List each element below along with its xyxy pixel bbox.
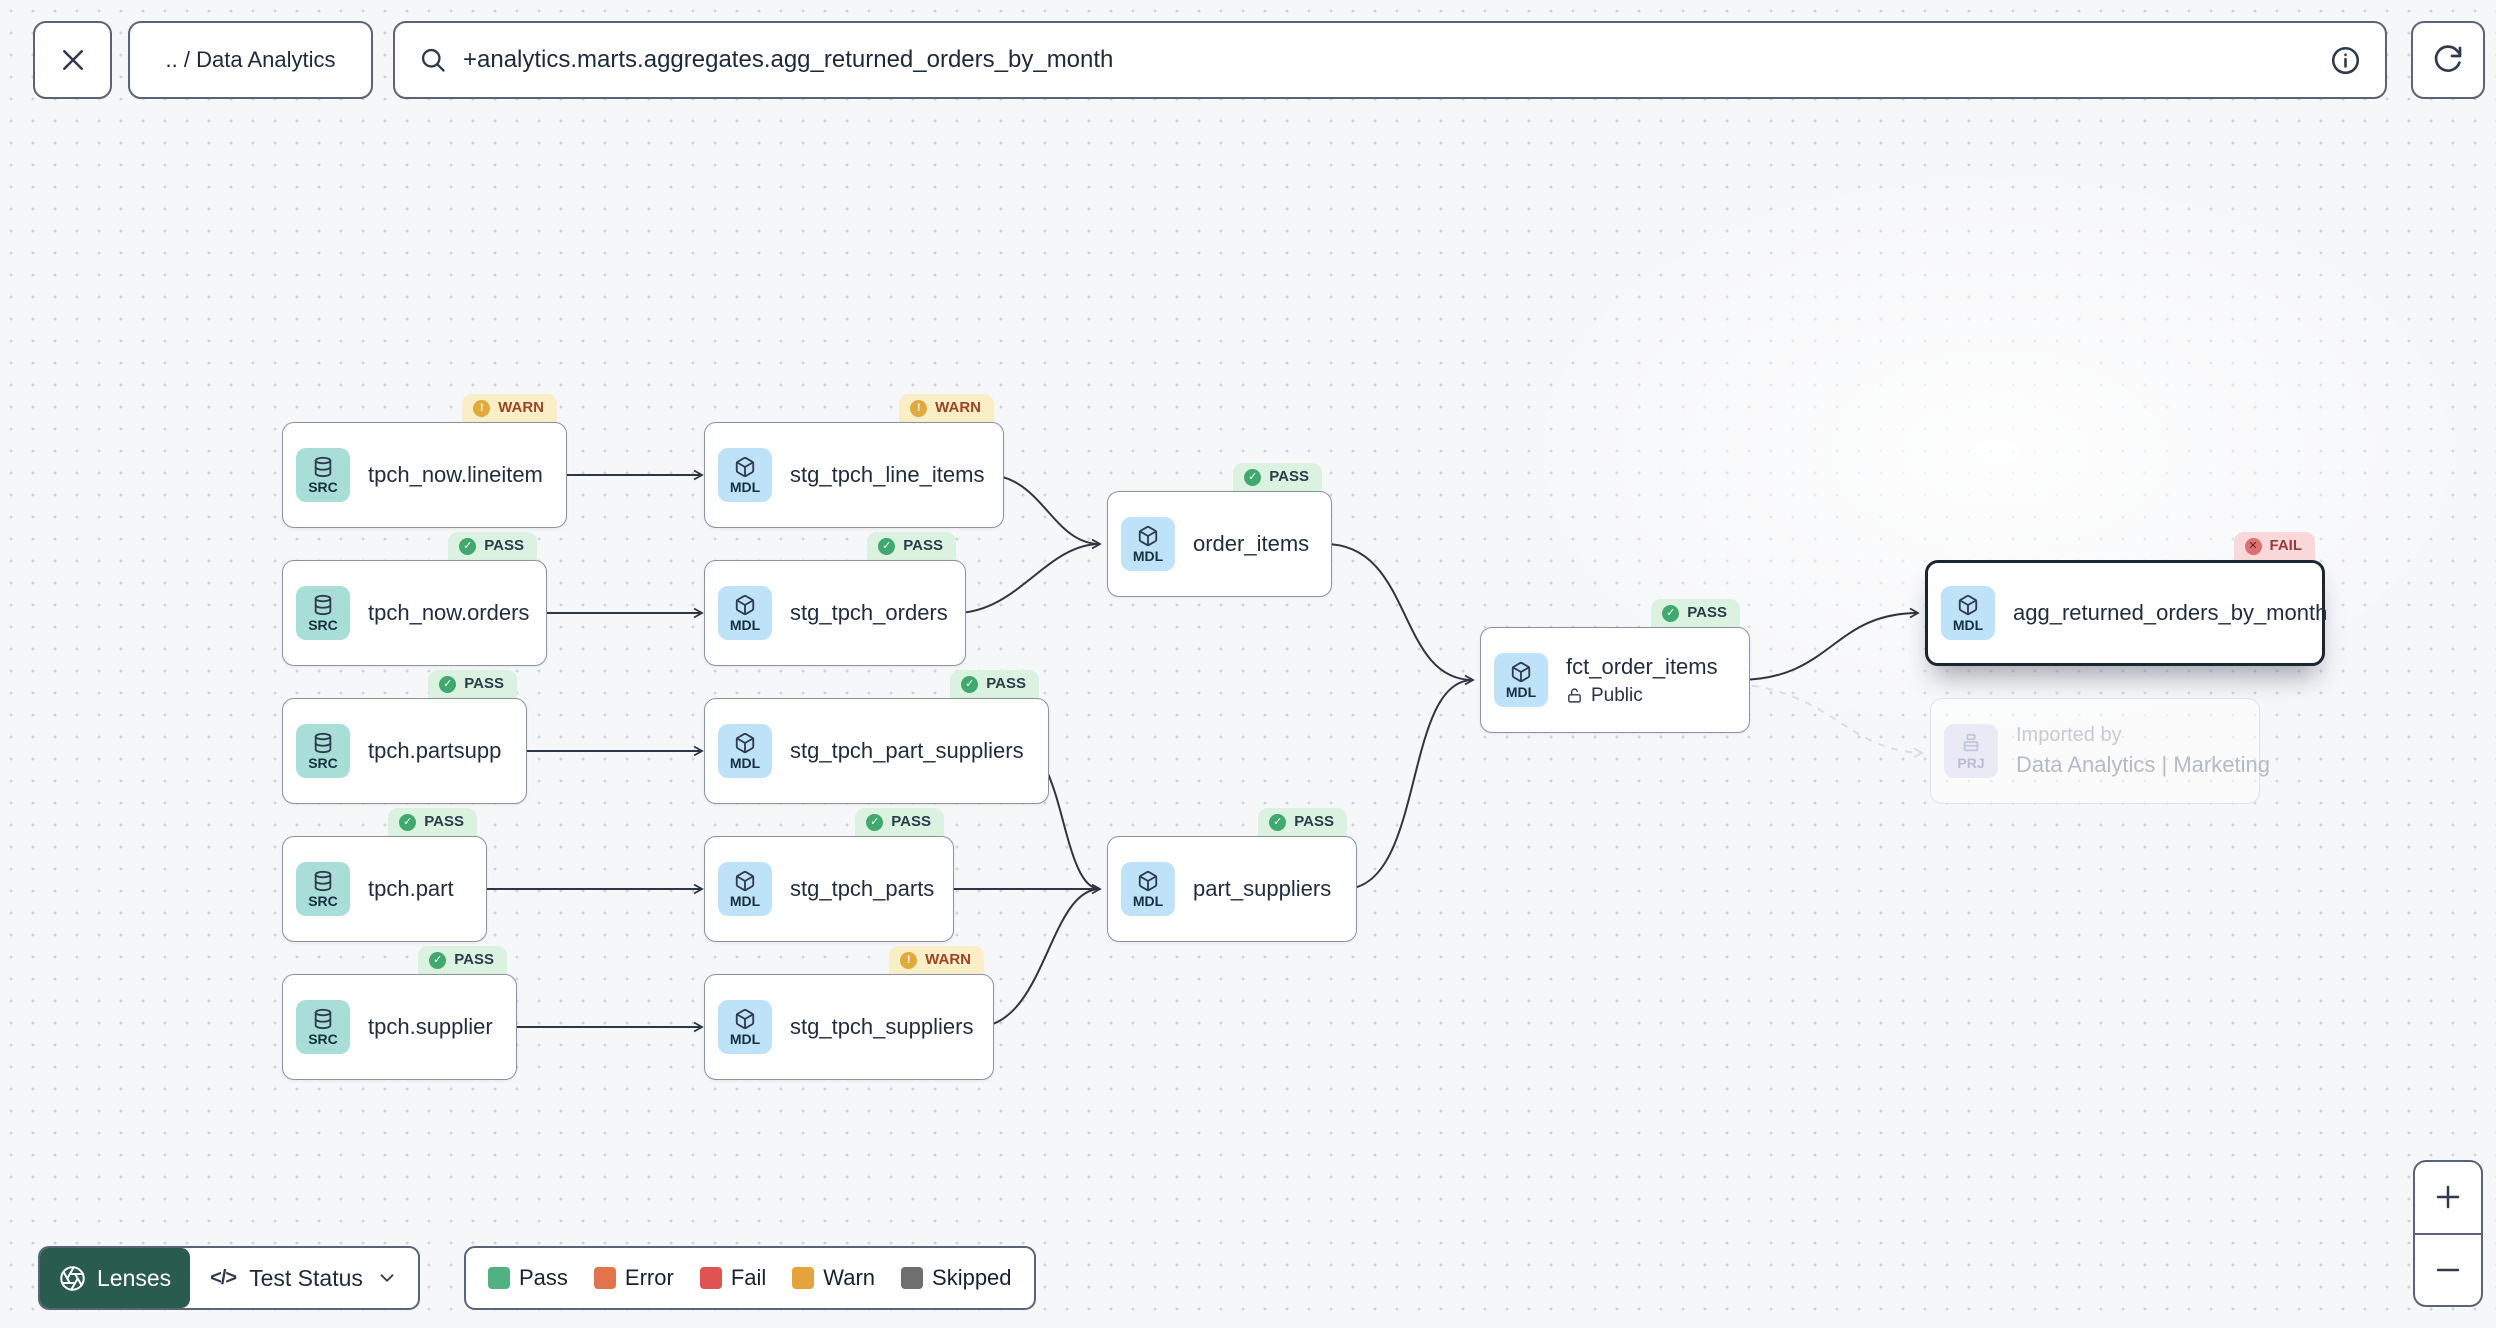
- lenses-button[interactable]: Lenses: [40, 1248, 191, 1308]
- source-chip: SRC: [296, 448, 350, 502]
- node-stg-tpch-parts[interactable]: ✓ PASS MDL stg_tpch_parts: [704, 808, 954, 942]
- model-chip: MDL: [718, 448, 772, 502]
- access-row: Public: [1566, 685, 1718, 707]
- warn-icon: !: [900, 952, 918, 969]
- node-order-items[interactable]: ✓ PASS MDL order_items: [1107, 463, 1332, 597]
- error-swatch: [593, 1267, 616, 1289]
- node-tpch-partsupp[interactable]: ✓ PASS SRC tpch.partsupp: [282, 670, 527, 804]
- plus-icon: [2436, 1186, 2460, 1209]
- lens-selector-dropdown[interactable]: </> Test Status: [190, 1248, 418, 1308]
- source-chip: SRC: [296, 586, 350, 640]
- pass-swatch: [488, 1267, 510, 1289]
- refresh-icon: [2434, 45, 2462, 72]
- cube-icon: [735, 732, 755, 753]
- model-chip: MDL: [718, 724, 772, 778]
- node-stg-tpch-part-suppliers[interactable]: ✓ PASS MDL stg_tpch_part_suppliers: [704, 670, 1049, 804]
- code-icon: </>: [210, 1266, 237, 1289]
- fail-swatch: [699, 1267, 722, 1289]
- model-chip: MDL: [1941, 586, 1995, 640]
- breadcrumb-label: .. / Data Analytics: [165, 47, 336, 72]
- check-icon: ✓: [1662, 605, 1680, 622]
- lens-control: Lenses </> Test Status: [38, 1246, 420, 1310]
- node-agg-returned-orders-by-month[interactable]: ✕ FAIL MDL agg_returned_orders_by_month: [1925, 532, 2327, 666]
- aperture-icon: [60, 1265, 85, 1291]
- cube-icon: [735, 594, 755, 615]
- node-stg-tpch-suppliers[interactable]: ! WARN MDL stg_tpch_suppliers: [704, 946, 994, 1080]
- cube-icon: [1138, 870, 1158, 891]
- search-icon: [421, 48, 445, 72]
- cube-icon: [735, 870, 755, 891]
- zoom-out-button[interactable]: [2415, 1232, 2481, 1306]
- legend-item-skipped: Skipped: [901, 1265, 1012, 1291]
- warn-icon: !: [473, 400, 491, 417]
- check-icon: ✓: [439, 676, 457, 693]
- search-input[interactable]: [463, 46, 2314, 74]
- database-icon: [314, 594, 332, 615]
- source-chip: SRC: [296, 724, 350, 778]
- source-chip: SRC: [296, 1000, 350, 1054]
- skipped-swatch: [901, 1267, 924, 1289]
- refresh-button[interactable]: [2411, 21, 2485, 99]
- node-part-suppliers[interactable]: ✓ PASS MDL part_suppliers: [1107, 808, 1357, 942]
- check-icon: ✓: [399, 814, 417, 831]
- model-chip: MDL: [1121, 862, 1175, 916]
- chevron-down-icon: [380, 1274, 394, 1282]
- node-fct-order-items[interactable]: ✓ PASS MDL fct_order_items Public: [1480, 599, 1750, 733]
- selected-lens-label: Test Status: [249, 1264, 363, 1291]
- node-stg-tpch-line-items[interactable]: ! WARN MDL stg_tpch_line_items: [704, 394, 1004, 528]
- check-icon: ✓: [1244, 469, 1262, 486]
- database-icon: [314, 732, 332, 753]
- test-status-legend: Pass Error Fail Warn Skipped: [464, 1246, 1036, 1310]
- database-icon: [314, 870, 332, 891]
- model-chip: MDL: [1494, 653, 1548, 707]
- node-imported-by-project: PRJ Imported by Data Analytics | Marketi…: [1930, 698, 2270, 804]
- search-bar[interactable]: [393, 21, 2387, 99]
- cube-icon: [1511, 661, 1531, 682]
- node-tpch-now-orders[interactable]: ✓ PASS SRC tpch_now.orders: [282, 532, 547, 666]
- zoom-in-button[interactable]: [2415, 1162, 2481, 1233]
- check-icon: ✓: [459, 538, 477, 555]
- cube-icon: [735, 1008, 755, 1029]
- node-tpch-part[interactable]: ✓ PASS SRC tpch.part: [282, 808, 487, 942]
- project-chip: PRJ: [1944, 724, 1998, 778]
- check-icon: ✓: [1269, 814, 1287, 831]
- close-icon: [62, 50, 83, 70]
- model-chip: MDL: [718, 862, 772, 916]
- project-icon: [1963, 733, 1979, 751]
- unlock-icon: [1568, 688, 1581, 703]
- model-chip: MDL: [1121, 517, 1175, 571]
- info-icon[interactable]: [2330, 45, 2361, 76]
- node-stg-tpch-orders[interactable]: ✓ PASS MDL stg_tpch_orders: [704, 532, 966, 666]
- database-icon: [314, 1008, 332, 1029]
- legend-item-warn: Warn: [792, 1265, 875, 1291]
- node-tpch-supplier[interactable]: ✓ PASS SRC tpch.supplier: [282, 946, 517, 1080]
- legend-item-fail: Fail: [699, 1265, 766, 1291]
- check-icon: ✓: [961, 676, 979, 693]
- database-icon: [314, 456, 332, 477]
- check-icon: ✓: [429, 952, 447, 969]
- minus-icon: [2436, 1268, 2460, 1271]
- model-chip: MDL: [718, 586, 772, 640]
- cube-icon: [735, 456, 755, 477]
- cube-icon: [1138, 525, 1158, 546]
- legend-item-pass: Pass: [488, 1265, 568, 1291]
- check-icon: ✓: [866, 814, 884, 831]
- warn-icon: !: [910, 400, 928, 417]
- fail-icon: ✕: [2244, 538, 2262, 555]
- model-chip: MDL: [718, 1000, 772, 1054]
- source-chip: SRC: [296, 862, 350, 916]
- warn-swatch: [792, 1267, 815, 1289]
- node-tpch-now-lineitem[interactable]: ! WARN SRC tpch_now.lineitem: [282, 394, 567, 528]
- zoom-controls: [2413, 1160, 2483, 1307]
- breadcrumb[interactable]: .. / Data Analytics: [128, 21, 373, 99]
- check-icon: ✓: [878, 538, 896, 555]
- close-button[interactable]: [33, 21, 112, 99]
- cube-icon: [1958, 594, 1978, 615]
- legend-item-error: Error: [593, 1265, 674, 1291]
